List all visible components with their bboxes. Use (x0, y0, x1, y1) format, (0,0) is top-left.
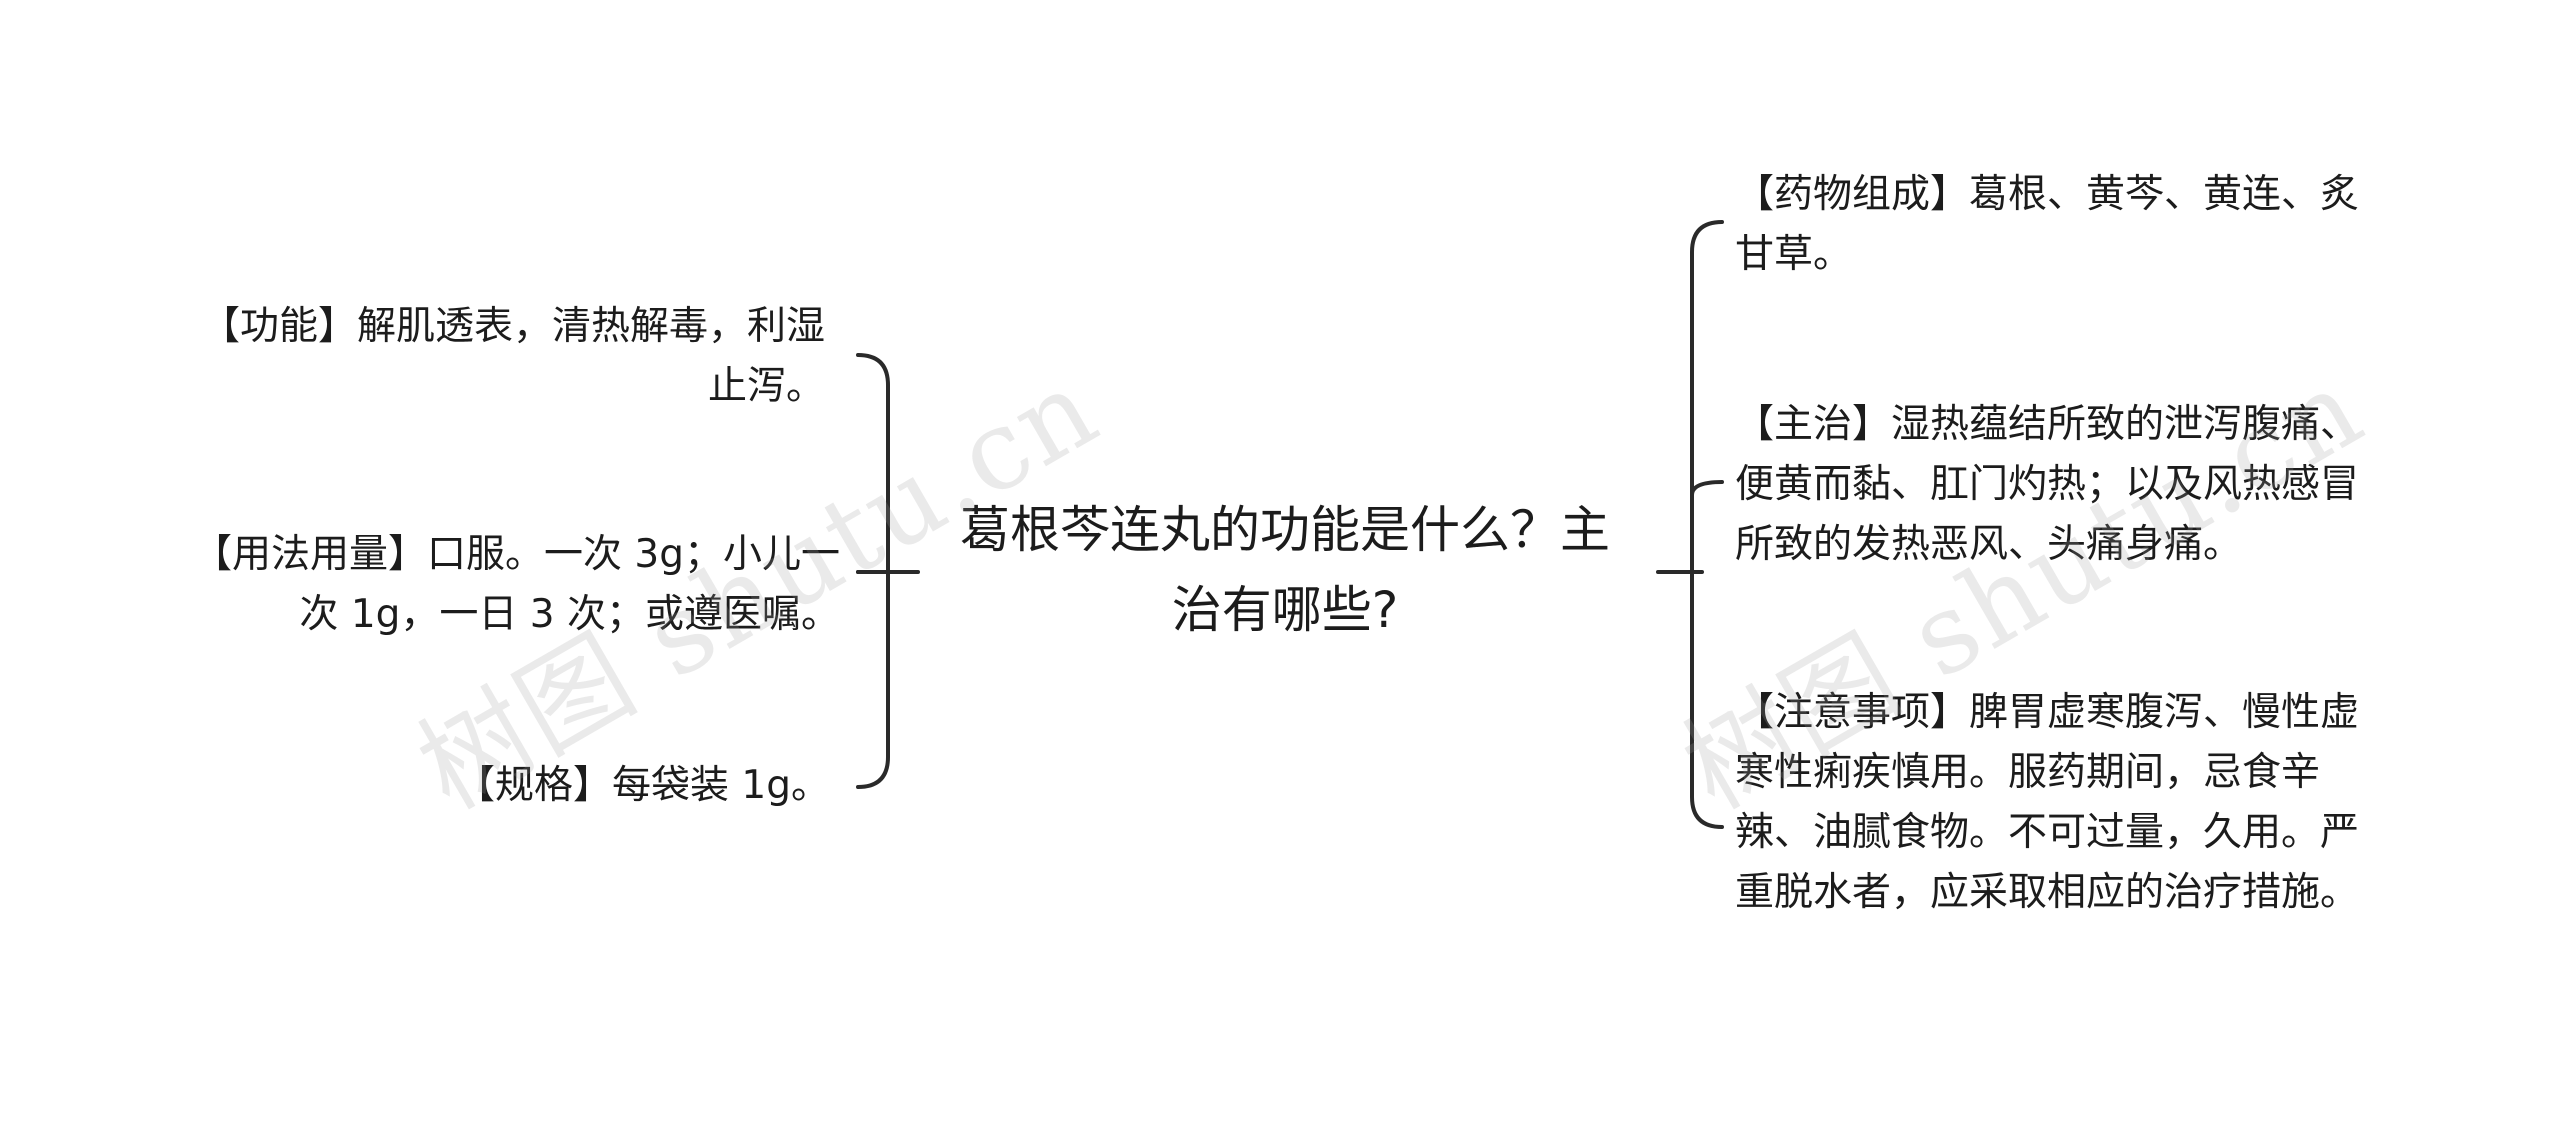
left-branch-spec[interactable]: 【规格】每袋装 1g。 (456, 763, 830, 808)
left-branch-dosage[interactable]: 【用法用量】口服。一次 3g；小儿一次 1g，一日 3 次；或遵医嘱。 (193, 532, 840, 637)
central-topic[interactable]: 葛根芩连丸的功能是什么？主治有哪些? (960, 501, 1610, 639)
left-branch-function[interactable]: 【功能】解肌透表，清热解毒，利湿止泻。 (200, 304, 825, 409)
right-bracket-mid (1690, 480, 1724, 497)
right-branch-precautions[interactable]: 【注意事项】脾胃虚寒腹泻、慢性虚寒性痢疾慎用。服药期间，忌食辛辣、油腻食物。不可… (1735, 690, 2360, 915)
right-bracket-spine (1690, 220, 1724, 829)
right-branch-indications[interactable]: 【主治】湿热蕴结所致的泄泻腹痛、便黄而黏、肛门灼热；以及风热感冒所致的发热恶风、… (1735, 402, 2360, 567)
right-branch-composition[interactable]: 【药物组成】葛根、黄芩、黄连、炙甘草。 (1735, 172, 2360, 277)
